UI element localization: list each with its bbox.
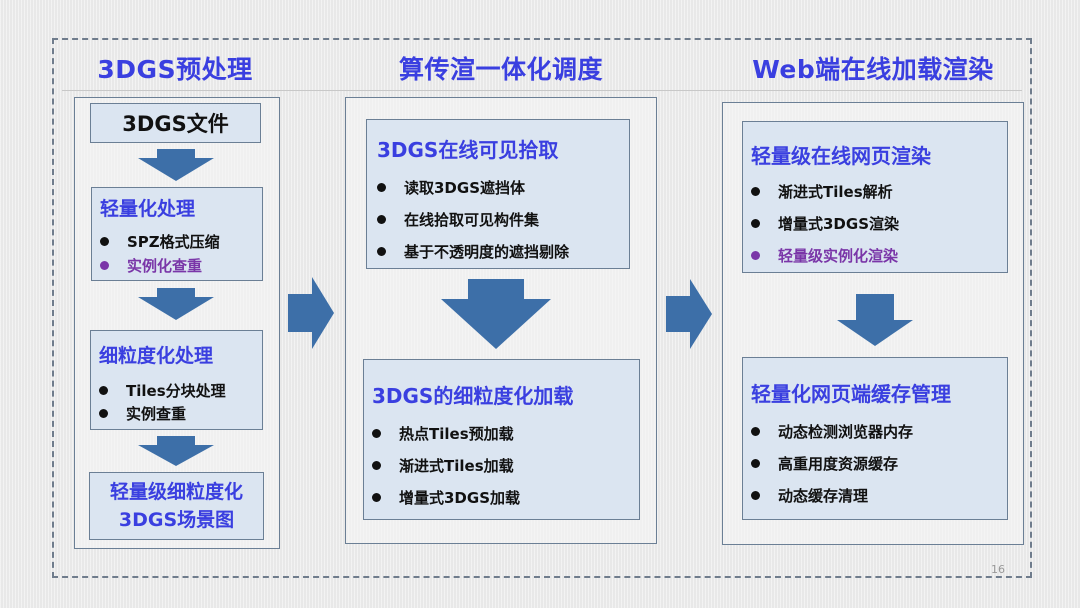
bullet-icon [372, 428, 381, 438]
bullet-icon [377, 182, 386, 192]
step-box-lightweight: 轻量化处理 SPZ格式压缩 实例化查重 [91, 187, 263, 281]
bullet-icon [99, 385, 108, 395]
down-arrow-icon [441, 279, 551, 349]
bullet-icon [751, 490, 760, 500]
step-title: 轻量化处理 [100, 198, 196, 220]
list-item: SPZ格式压缩 [100, 229, 262, 253]
step-title: 轻量化网页端缓存管理 [751, 382, 951, 406]
list-item: 高重用度资源缓存 [751, 447, 1007, 479]
step-title: 细粒度化处理 [99, 345, 214, 367]
list-item: 轻量级实例化渲染 [751, 239, 1007, 271]
bullet-icon [377, 214, 386, 224]
column-title-preprocess: 3DGS预处理 [97, 55, 253, 84]
bullet-icon [99, 408, 108, 418]
header-divider [62, 90, 1022, 91]
bullet-icon [751, 426, 760, 436]
step-box-cache-mgmt: 轻量化网页端缓存管理 动态检测浏览器内存 高重用度资源缓存 动态缓存清理 [742, 357, 1008, 520]
step-title: 3DGS在线可见拾取 [377, 138, 559, 162]
bullet-icon [377, 246, 386, 256]
list-item: 在线拾取可见构件集 [377, 203, 629, 235]
bullet-icon [751, 458, 760, 468]
bullet-icon [751, 250, 760, 260]
list-item: 渐进式Tiles加载 [372, 449, 639, 481]
bullet-icon [100, 260, 109, 270]
step-box-finegrain: 细粒度化处理 Tiles分块处理 实例查重 [90, 330, 263, 430]
down-arrow-icon [138, 288, 214, 320]
right-arrow-icon [666, 279, 712, 349]
slide-frame [52, 38, 1032, 578]
step-box-web-render: 轻量级在线网页渲染 渐进式Tiles解析 增量式3DGS渲染 轻量级实例化渲染 [742, 121, 1008, 273]
bullet-icon [372, 460, 381, 470]
result-box: 轻量级细粒度化 3DGS场景图 [89, 472, 264, 540]
step-title: 轻量级在线网页渲染 [751, 144, 931, 168]
step-box-finegrain-load: 3DGS的细粒度化加载 热点Tiles预加载 渐进式Tiles加载 增量式3DG… [363, 359, 640, 520]
bullet-icon [372, 492, 381, 502]
result-line-1: 轻量级细粒度化 [109, 481, 243, 503]
list-item: 热点Tiles预加载 [372, 417, 639, 449]
page-number: 16 [991, 563, 1005, 576]
list-item: 读取3DGS遮挡体 [377, 171, 629, 203]
list-item: 动态检测浏览器内存 [751, 415, 1007, 447]
list-item: 实例查重 [99, 402, 262, 424]
list-item: 渐进式Tiles解析 [751, 175, 1007, 207]
column-title-scheduling: 算传渲一体化调度 [398, 55, 603, 84]
down-arrow-icon [837, 294, 913, 346]
step-title: 3DGS的细粒度化加载 [372, 384, 574, 408]
list-item: Tiles分块处理 [99, 378, 262, 402]
column-title-web-render: Web端在线加载渲染 [752, 55, 994, 84]
right-arrow-icon [288, 277, 334, 349]
down-arrow-icon [138, 149, 214, 181]
list-item: 基于不透明度的遮挡剔除 [377, 235, 629, 267]
list-item: 增量式3DGS渲染 [751, 207, 1007, 239]
result-line-2: 3DGS场景图 [118, 509, 235, 531]
bullet-icon [751, 186, 760, 196]
file-box-label: 3DGS文件 [122, 112, 229, 136]
step-box-visible-pick: 3DGS在线可见拾取 读取3DGS遮挡体 在线拾取可见构件集 基于不透明度的遮挡… [366, 119, 630, 269]
list-item: 实例化查重 [100, 253, 262, 277]
list-item: 增量式3DGS加载 [372, 481, 639, 513]
bullet-icon [100, 236, 109, 246]
file-box: 3DGS文件 [90, 103, 261, 143]
bullet-icon [751, 218, 760, 228]
down-arrow-icon [138, 436, 214, 466]
list-item: 动态缓存清理 [751, 479, 1007, 511]
